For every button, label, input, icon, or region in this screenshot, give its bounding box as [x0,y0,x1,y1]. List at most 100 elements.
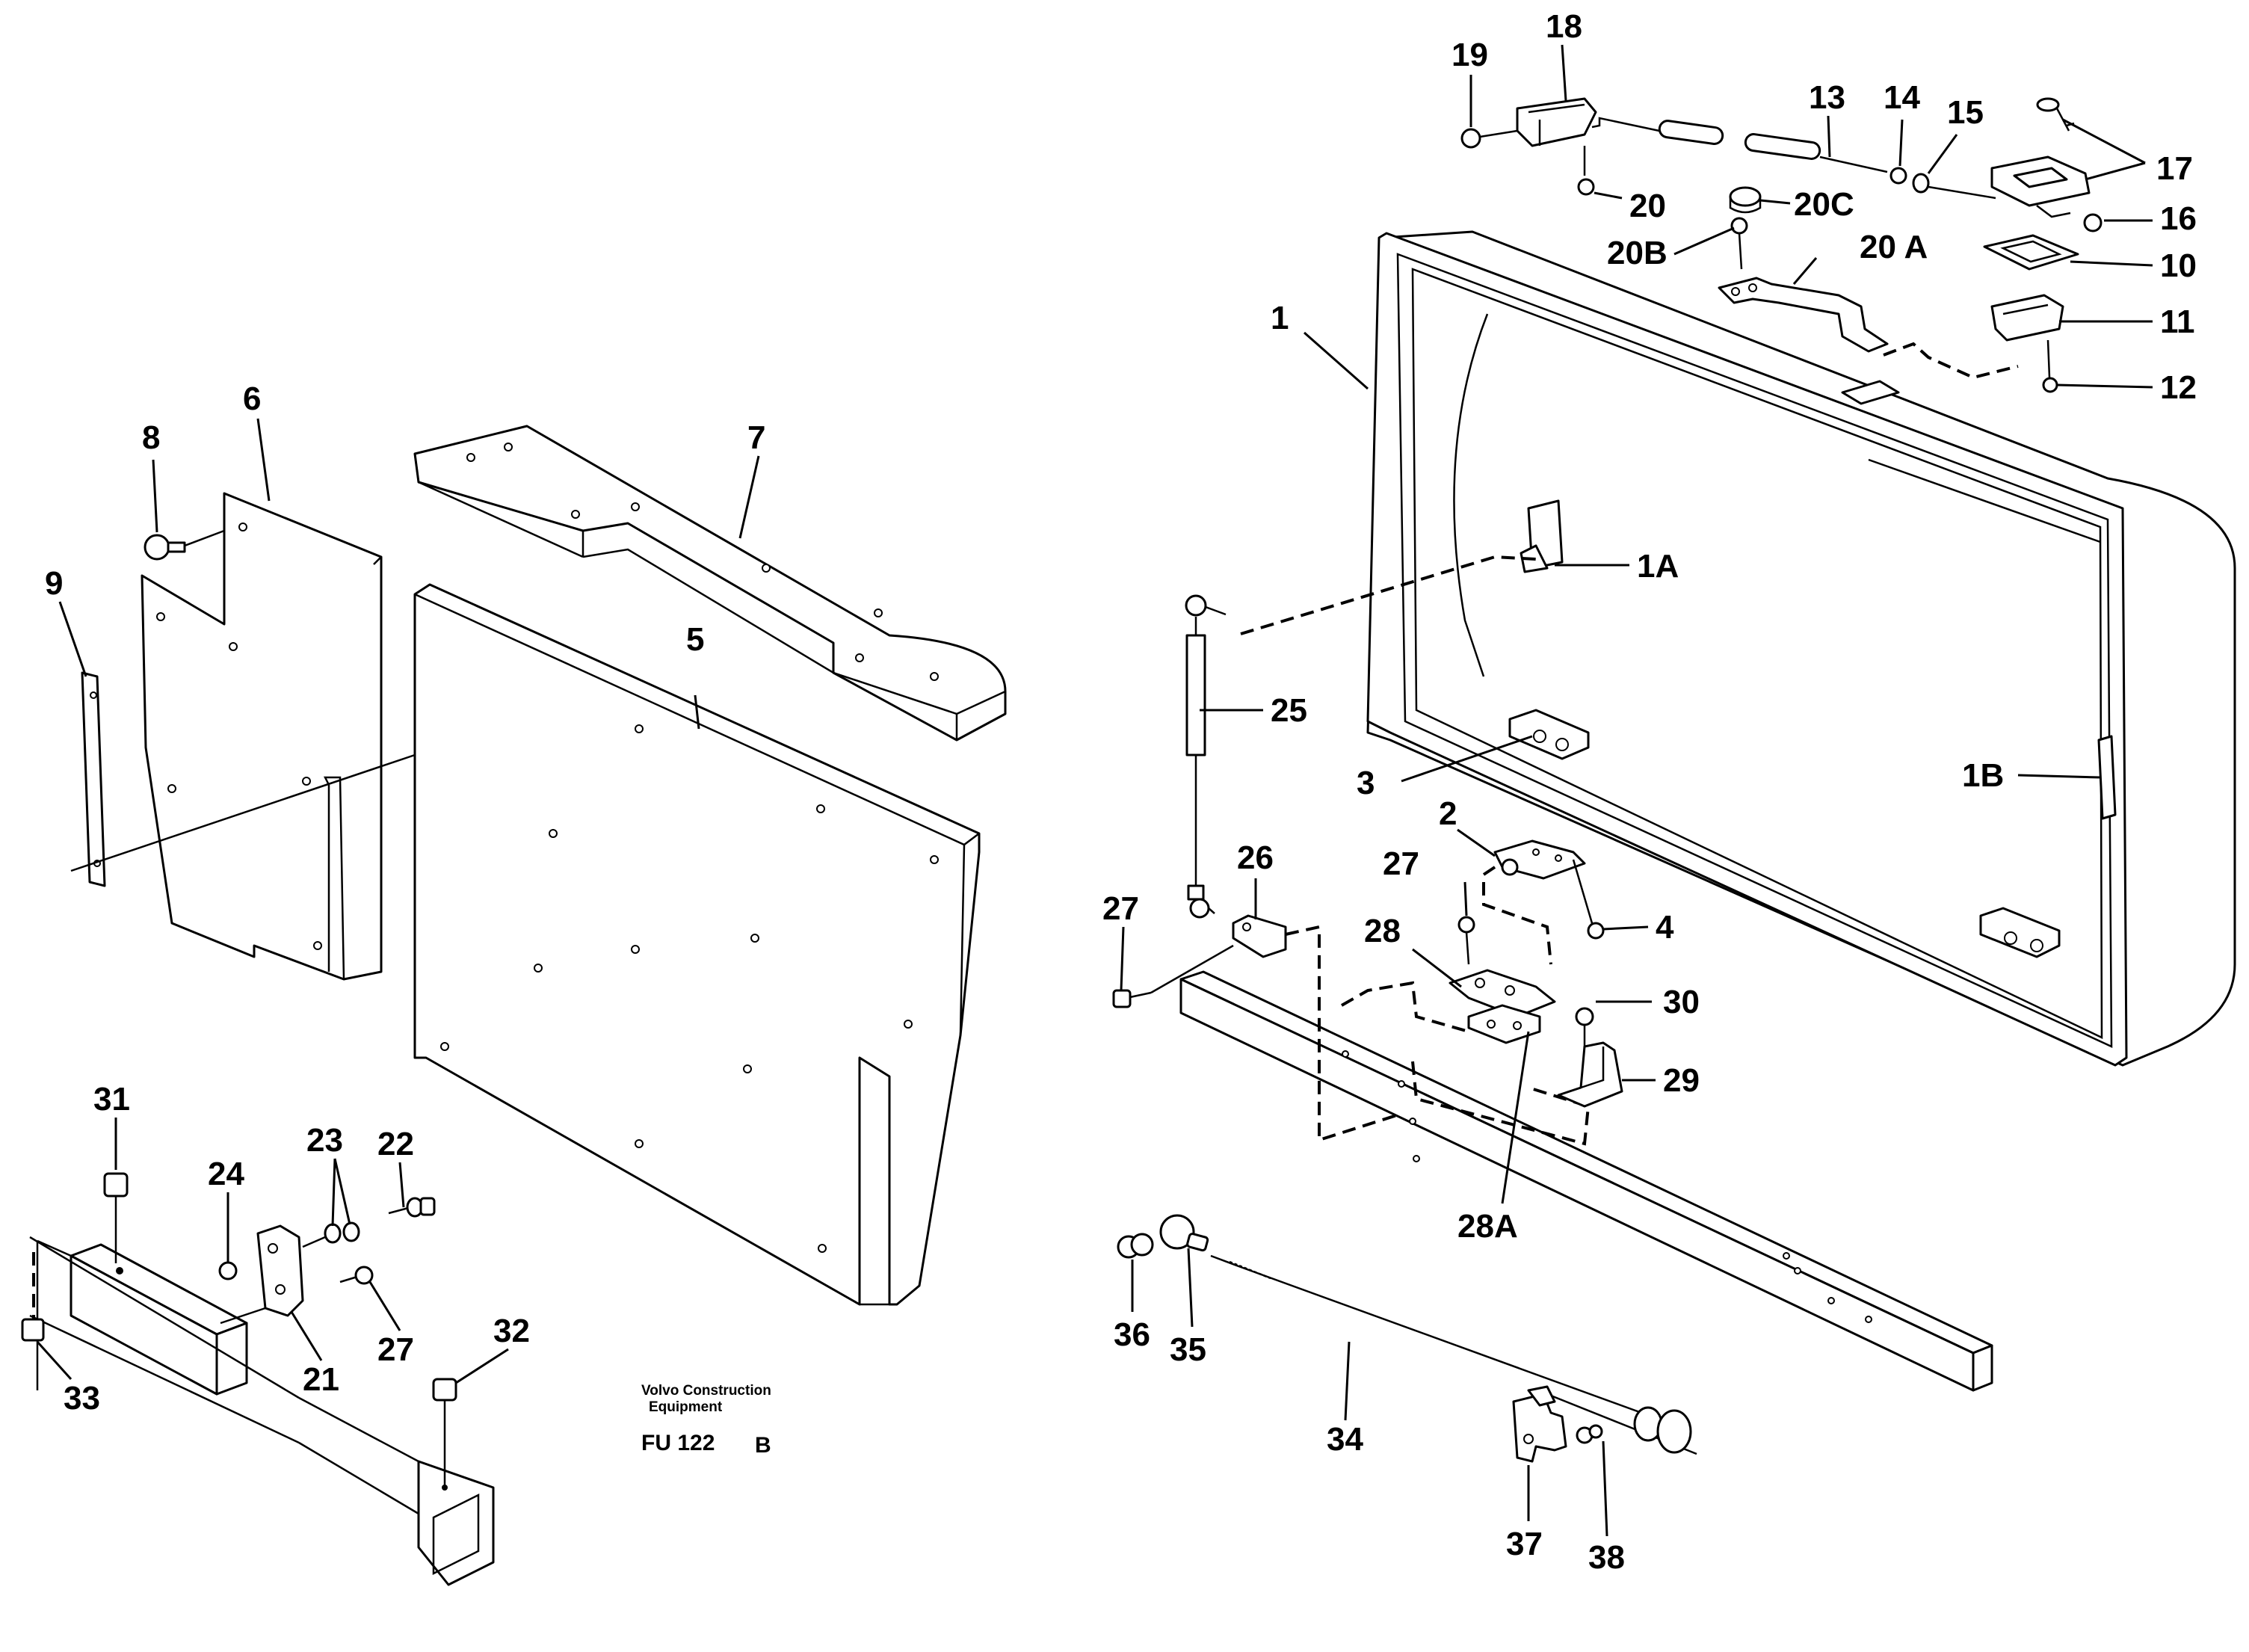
label-31: 31 [93,1081,130,1118]
part-21-bracket [220,1224,304,1325]
label-9: 9 [45,565,63,602]
label-3: 3 [1357,765,1375,801]
caption-manufacturer-line1: Volvo Construction [641,1383,771,1399]
label-1: 1 [1271,300,1289,336]
part-29-bracket [1557,1041,1623,1108]
part-17-key [2036,97,2075,132]
part-35-ball-joint [1159,1214,1209,1252]
part-1B-bracket [2097,735,2117,820]
part-18-latch-bracket [1516,97,1597,147]
part-1A-bracket [1520,499,1564,573]
label-30: 30 [1663,984,1700,1020]
part-26-bracket [1232,914,1287,958]
label-27b: 27 [1383,845,1419,882]
part-7-upper-board [413,425,1007,742]
part-20B-screw [1730,217,1748,270]
label-20: 20 [1629,188,1666,224]
part-16-nut [2083,213,2103,232]
assembly-line-2 [1482,866,1552,965]
label-27a: 27 [1102,890,1139,927]
label-24: 24 [208,1156,244,1192]
part-12-screw [2042,339,2058,393]
part-11-bracket [1990,294,2064,342]
label-22: 22 [377,1126,414,1162]
label-27c: 27 [377,1331,414,1368]
label-6: 6 [243,380,261,417]
part-27-middle-screw [1457,916,1475,965]
label-20B: 20B [1607,235,1668,271]
label-15: 15 [1947,94,1984,131]
part-32-bolt [432,1378,457,1491]
part-24-nut [218,1261,238,1280]
label-26: 26 [1237,839,1274,876]
part-28A-plate [1467,1004,1541,1044]
part-2-hinge [1493,839,1586,880]
label-12: 12 [2160,369,2197,406]
part-9-strip [70,671,416,887]
part-labels: 1 1A 1B 2 3 4 5 6 7 8 9 10 11 12 13 14 1… [45,8,2197,1576]
part-17-lock [1990,155,2091,218]
label-29: 29 [1663,1062,1700,1099]
label-11: 11 [2160,303,2195,340]
label-32: 32 [493,1313,530,1349]
assembly-line-25-to-1A [1240,555,1537,635]
part-14-spring [1889,167,1907,185]
label-36: 36 [1114,1316,1150,1353]
part-5-large-panel [413,583,981,1306]
lower-left-tube-frame [29,1236,495,1586]
lower-right-support-tube [1179,970,1993,1392]
part-20C-cap [1729,186,1762,214]
caption-manufacturer-line2: Equipment [649,1399,723,1415]
part-6-side-panel [141,492,383,981]
part-25-gas-strut [1185,594,1227,919]
part-38-nut [1576,1424,1603,1444]
label-13: 13 [1809,79,1845,116]
figure-caption: Volvo Construction Equipment FU 122 B [641,1383,771,1458]
label-18: 18 [1546,8,1582,45]
label-19: 19 [1451,37,1488,73]
part-20A-handle [1718,277,1889,353]
label-38: 38 [1588,1539,1625,1576]
part-37-clamp [1512,1385,1567,1463]
leader-lines [36,44,2153,1537]
part-34-cable [1210,1254,1697,1455]
label-5: 5 [686,621,704,658]
label-35: 35 [1170,1331,1206,1368]
part-27-lower-left-screw [339,1266,374,1285]
part-27-left-screw [1112,944,1234,1008]
part-8-bolt [144,529,225,561]
part-28-hinge [1449,969,1556,1018]
part-4-screw [1572,859,1605,940]
label-14: 14 [1884,79,1920,116]
assembly-line-28 [1341,981,1591,1146]
part-10-gasket [1983,234,2079,271]
label-2: 2 [1439,795,1457,832]
label-28: 28 [1364,913,1401,949]
label-33: 33 [64,1380,100,1417]
label-23: 23 [306,1122,343,1159]
caption-figure-suffix: B [755,1433,771,1458]
label-4: 4 [1656,909,1674,946]
label-21: 21 [303,1361,339,1398]
label-1B: 1B [1962,757,2004,794]
label-10: 10 [2160,247,2197,284]
label-8: 8 [142,419,160,456]
cable-knob [1633,1406,1692,1454]
label-25: 25 [1271,692,1307,729]
part-19-bolt [1460,128,1518,149]
part-1-hood-frame [1366,230,2236,1067]
part-15-washer [1912,173,1996,200]
part-3-mount-plate [1508,709,2061,958]
part-13-rod [1591,117,1888,173]
label-37: 37 [1506,1526,1543,1562]
part-31-bolt [103,1172,129,1275]
label-20C: 20C [1794,186,1854,223]
label-17: 17 [2156,150,2193,187]
part-33-nut [21,1318,45,1342]
part-20-screw [1577,146,1595,196]
part-22-bolt [388,1197,436,1218]
label-28A: 28A [1457,1208,1518,1245]
label-7: 7 [747,419,765,456]
part-36-nut [1117,1233,1154,1259]
